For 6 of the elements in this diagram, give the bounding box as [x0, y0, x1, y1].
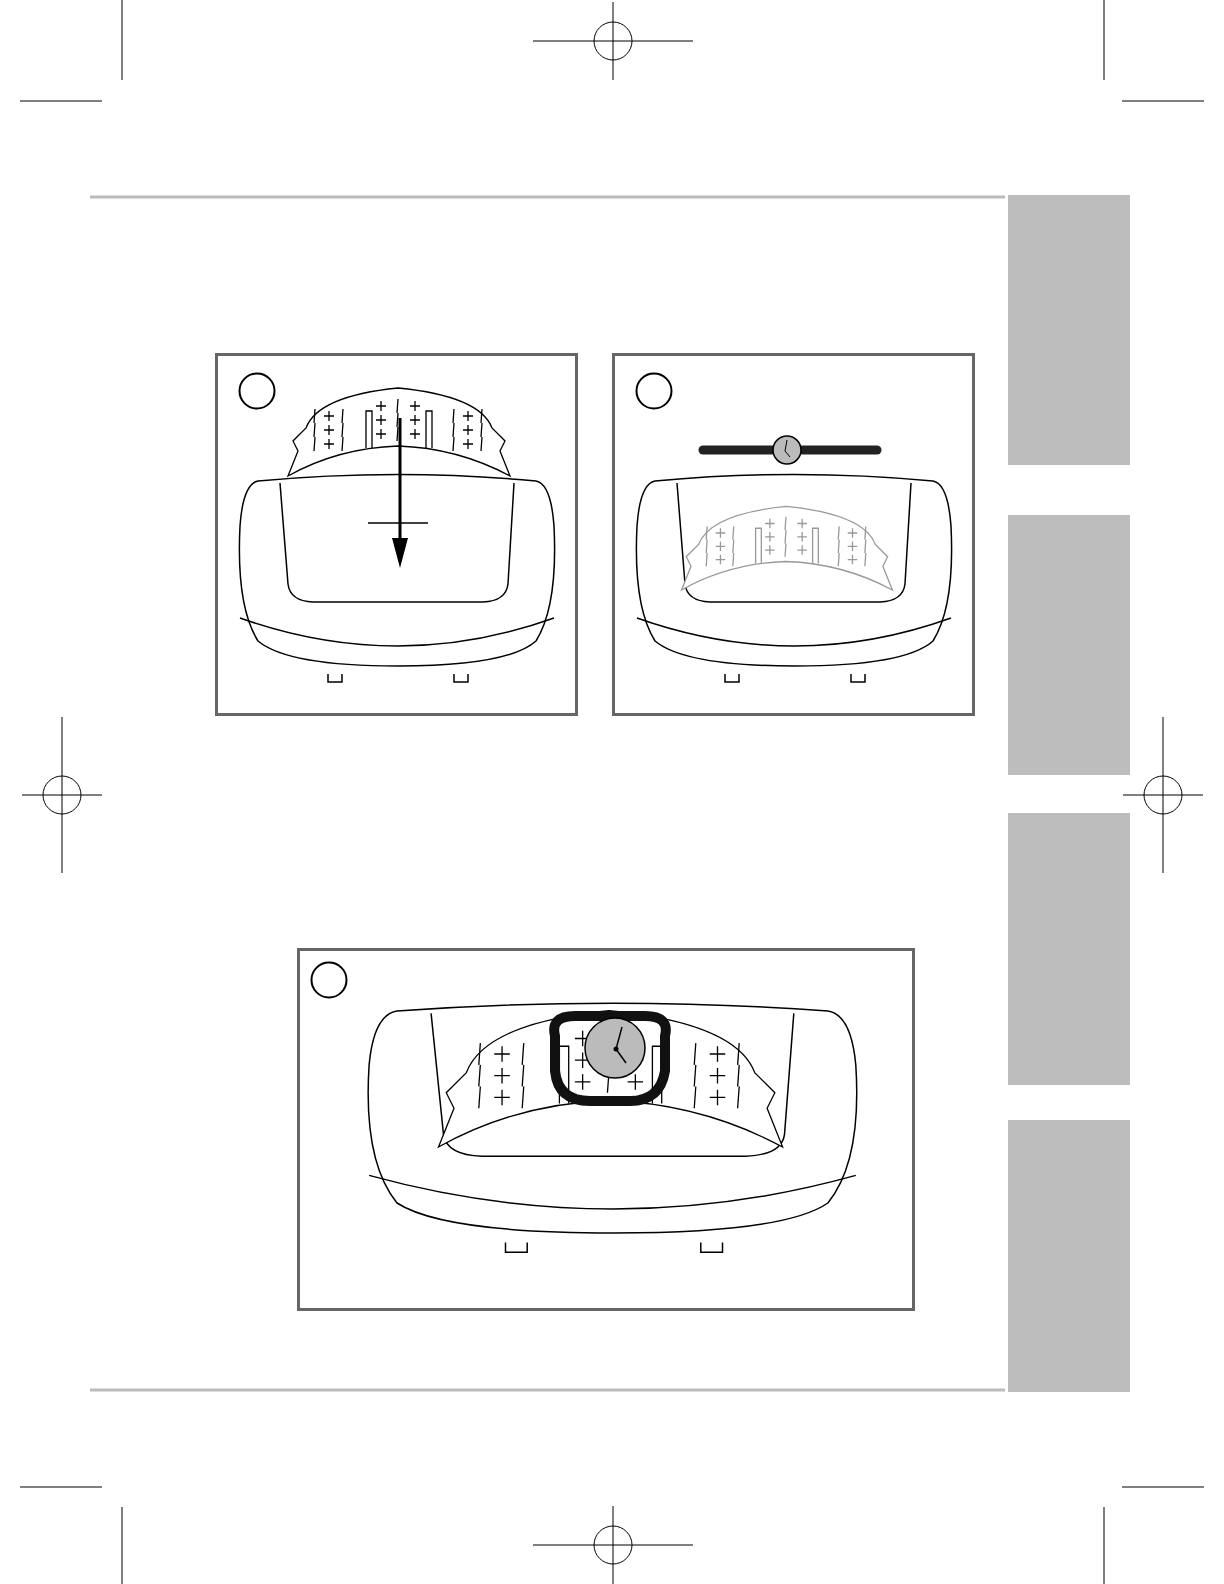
- illustration-panel: [297, 948, 915, 1311]
- illustration-panel: [612, 353, 975, 716]
- illustration-panel: [215, 353, 578, 716]
- step-circle: [238, 372, 276, 410]
- step-circle: [635, 372, 673, 410]
- step-circle: [310, 961, 348, 999]
